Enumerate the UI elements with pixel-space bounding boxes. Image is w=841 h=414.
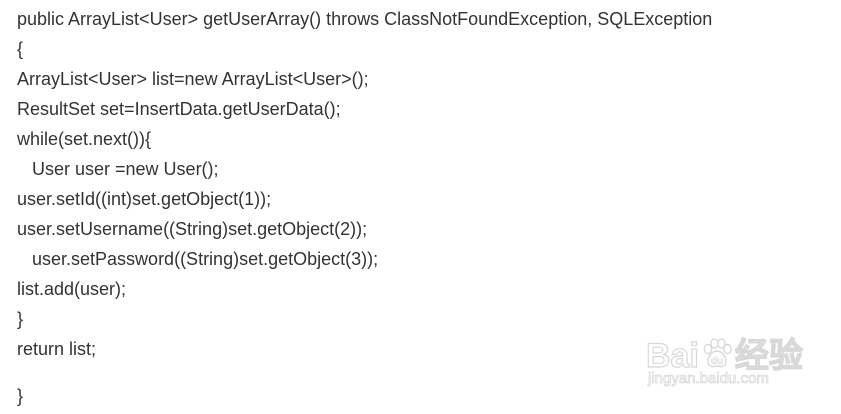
code-line-9: user.setPassword((String)set.getObject(3… (17, 249, 379, 269)
code-snippet: public ArrayList<User> getUserArray() th… (17, 4, 827, 411)
code-line-7: user.setId((int)set.getObject(1)); (17, 189, 272, 209)
code-line-3: ArrayList<User> list=new ArrayList<User>… (17, 69, 369, 89)
code-line-11: } (17, 309, 24, 329)
watermark-brand-right: 经验 (734, 336, 803, 375)
svg-text:du: du (711, 356, 723, 367)
code-line-8: user.setUsername((String)set.getObject(2… (17, 219, 368, 239)
watermark-url: jingyan.baidu.com (648, 370, 770, 388)
code-line-10: list.add(user); (17, 279, 127, 299)
code-line-5: while(set.next()){ (17, 129, 152, 149)
baidu-jingyan-watermark: Bai du 经验 jingyan.baidu.com (640, 318, 825, 398)
code-line-2: { (17, 39, 24, 59)
code-line-12: return list; (17, 339, 97, 359)
code-line-4: ResultSet set=InsertData.getUserData(); (17, 99, 341, 119)
watermark-brand: Bai du 经验 (645, 328, 803, 381)
watermark-brand-left: Bai (645, 336, 699, 375)
code-line-6: User user =new User(); (17, 159, 219, 179)
baidu-paw-icon: du (699, 336, 735, 381)
code-line-13: } (17, 386, 24, 406)
code-line-1: public ArrayList<User> getUserArray() th… (17, 9, 713, 29)
